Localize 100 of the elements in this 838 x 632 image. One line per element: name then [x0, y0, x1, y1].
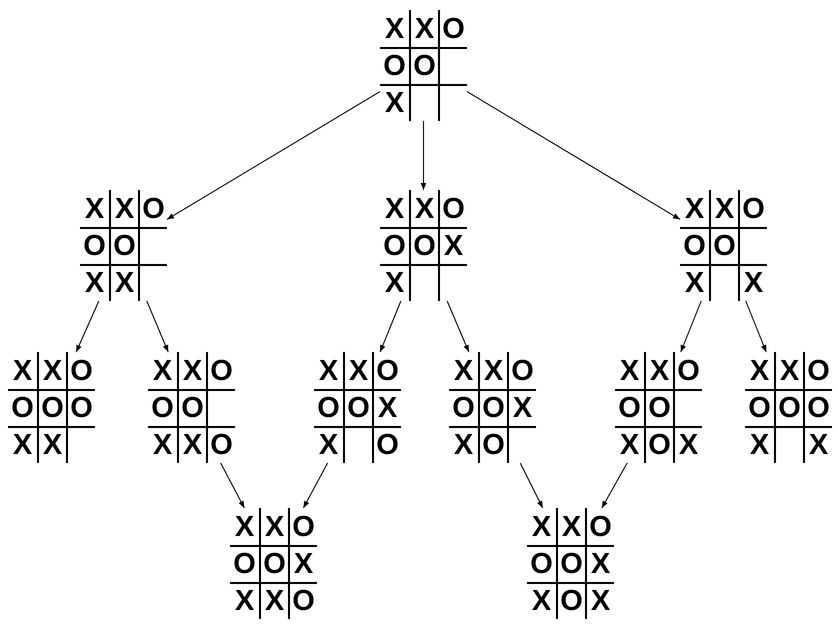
board-mark: X: [148, 426, 177, 463]
board-mark: X: [109, 190, 138, 227]
board-mark: X: [709, 190, 738, 227]
board-mark: O: [372, 352, 401, 389]
board-mark: O: [288, 508, 317, 545]
board-mark: X: [774, 352, 803, 389]
board-mark: O: [803, 352, 832, 389]
board-mark: O: [644, 389, 673, 426]
arrow: [76, 300, 100, 352]
board-mark: X: [380, 10, 409, 47]
board-mark: X: [380, 84, 409, 121]
board-mark: O: [259, 545, 288, 582]
board-mark: O: [343, 389, 372, 426]
board-mark: O: [774, 389, 803, 426]
arrow: [220, 462, 245, 508]
arrow: [166, 91, 380, 220]
board-mark: X: [409, 10, 438, 47]
board-mark: O: [206, 426, 235, 463]
board-mark: X: [109, 264, 138, 301]
board-mark: X: [745, 352, 774, 389]
board-mark: O: [709, 227, 738, 264]
board-mark: X: [527, 582, 556, 619]
board-mark: X: [177, 426, 206, 463]
board-mark: X: [438, 227, 467, 264]
board-mark: X: [585, 582, 614, 619]
board-mark: X: [673, 426, 702, 463]
board-mark: X: [680, 264, 709, 301]
board-mark: X: [230, 582, 259, 619]
board-mark: O: [8, 389, 37, 426]
board-mark: O: [409, 227, 438, 264]
board-mark: O: [109, 227, 138, 264]
board-mark: O: [66, 389, 95, 426]
board-mark: O: [372, 426, 401, 463]
board-mark: X: [409, 190, 438, 227]
board-mark: X: [380, 190, 409, 227]
board-mark: O: [206, 352, 235, 389]
board-mark: X: [288, 545, 317, 582]
board-mark: X: [80, 190, 109, 227]
board-mark: O: [288, 582, 317, 619]
board-mark: X: [449, 426, 478, 463]
arrow: [146, 300, 169, 352]
board-mark: X: [148, 352, 177, 389]
board-mark: O: [138, 190, 167, 227]
board-mark: X: [745, 426, 774, 463]
board-mark: O: [803, 389, 832, 426]
board-mark: O: [449, 389, 478, 426]
board-mark: O: [478, 426, 507, 463]
board-mark: O: [438, 190, 467, 227]
board-mark: X: [527, 508, 556, 545]
board-mark: X: [803, 426, 832, 463]
arrow: [302, 462, 328, 508]
board-mark: O: [507, 352, 536, 389]
board-mark: X: [615, 352, 644, 389]
arrow: [601, 462, 628, 508]
arrow: [380, 300, 402, 352]
board-mark: O: [380, 47, 409, 84]
board-mark: O: [478, 389, 507, 426]
board-mark: O: [37, 389, 66, 426]
board-mark: O: [556, 545, 585, 582]
board-mark: O: [615, 389, 644, 426]
board-mark: X: [314, 352, 343, 389]
arrow: [745, 300, 767, 352]
arrow: [420, 120, 426, 190]
board-mark: X: [644, 352, 673, 389]
board-mark: X: [8, 352, 37, 389]
board-mark: X: [80, 264, 109, 301]
board-mark: X: [37, 352, 66, 389]
board-mark: O: [230, 545, 259, 582]
board-mark: O: [148, 389, 177, 426]
board-mark: O: [556, 582, 585, 619]
arrow: [520, 462, 544, 508]
board-mark: X: [343, 352, 372, 389]
board-mark: X: [380, 264, 409, 301]
board-mark: X: [372, 389, 401, 426]
board-mark: X: [615, 426, 644, 463]
board-mark: X: [680, 190, 709, 227]
board-mark: X: [478, 352, 507, 389]
board-mark: O: [380, 227, 409, 264]
board-mark: X: [37, 426, 66, 463]
board-mark: X: [259, 582, 288, 619]
board-mark: X: [8, 426, 37, 463]
board-mark: X: [556, 508, 585, 545]
board-mark: O: [527, 545, 556, 582]
board-mark: O: [680, 227, 709, 264]
board-mark: X: [449, 352, 478, 389]
board-mark: O: [409, 47, 438, 84]
board-mark: O: [738, 190, 767, 227]
board-mark: X: [230, 508, 259, 545]
board-mark: O: [673, 352, 702, 389]
board-mark: O: [644, 426, 673, 463]
board-mark: X: [177, 352, 206, 389]
board-mark: X: [314, 426, 343, 463]
arrow: [466, 91, 680, 220]
board-mark: O: [80, 227, 109, 264]
board-mark: O: [66, 352, 95, 389]
arrow: [680, 300, 702, 352]
board-mark: O: [745, 389, 774, 426]
board-mark: O: [314, 389, 343, 426]
board-mark: O: [585, 508, 614, 545]
board-mark: X: [585, 545, 614, 582]
